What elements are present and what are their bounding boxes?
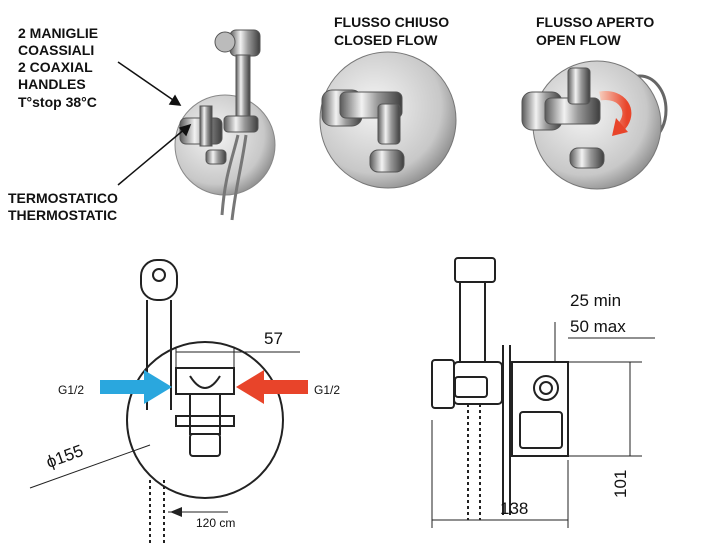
hose-length-arrow-icon (170, 507, 182, 517)
dimension-width: 57 (264, 329, 283, 348)
closed-flow-label-it: FLUSSO CHIUSO (334, 14, 450, 30)
dimension-depth: 138 (500, 499, 529, 518)
tstop-label: T°stop 38°C (18, 94, 97, 110)
leader-arrow-thermostatic (117, 123, 192, 186)
cold-inlet-arrow-icon (100, 370, 172, 404)
open-flow-photo (521, 60, 668, 190)
front-view-drawing (29, 259, 300, 545)
hose-length-label: 120 cm (196, 516, 236, 530)
product-photo (174, 29, 276, 221)
open-flow-label-en: OPEN FLOW (536, 32, 621, 48)
thermostatic-label-it: TERMOSTATICO (8, 190, 118, 206)
open-flow-label-it: FLUSSO APERTO (536, 14, 655, 30)
closed-flow-photo (319, 51, 457, 189)
inlet-right-label: G1/2 (314, 383, 341, 397)
depth-max-label: 50 max (570, 317, 626, 336)
leader-arrow-handles (117, 61, 182, 106)
handles-label-it-1: 2 MANIGLIE (18, 25, 99, 41)
side-view-drawing (431, 257, 655, 528)
rotation-arrow-icon (612, 118, 628, 136)
handles-label-en-1: 2 COAXIAL (18, 59, 93, 75)
thermostatic-label-en: THERMOSTATIC (8, 207, 118, 223)
inlet-left-label: G1/2 (58, 383, 85, 397)
depth-min-label: 25 min (570, 291, 622, 310)
handles-label-en-2: HANDLES (18, 76, 86, 92)
dimension-height: 101 (611, 469, 630, 498)
handles-label-it-2: COASSIALI (18, 42, 95, 58)
hot-inlet-arrow-icon (236, 370, 308, 404)
closed-flow-label-en: CLOSED FLOW (334, 32, 438, 48)
